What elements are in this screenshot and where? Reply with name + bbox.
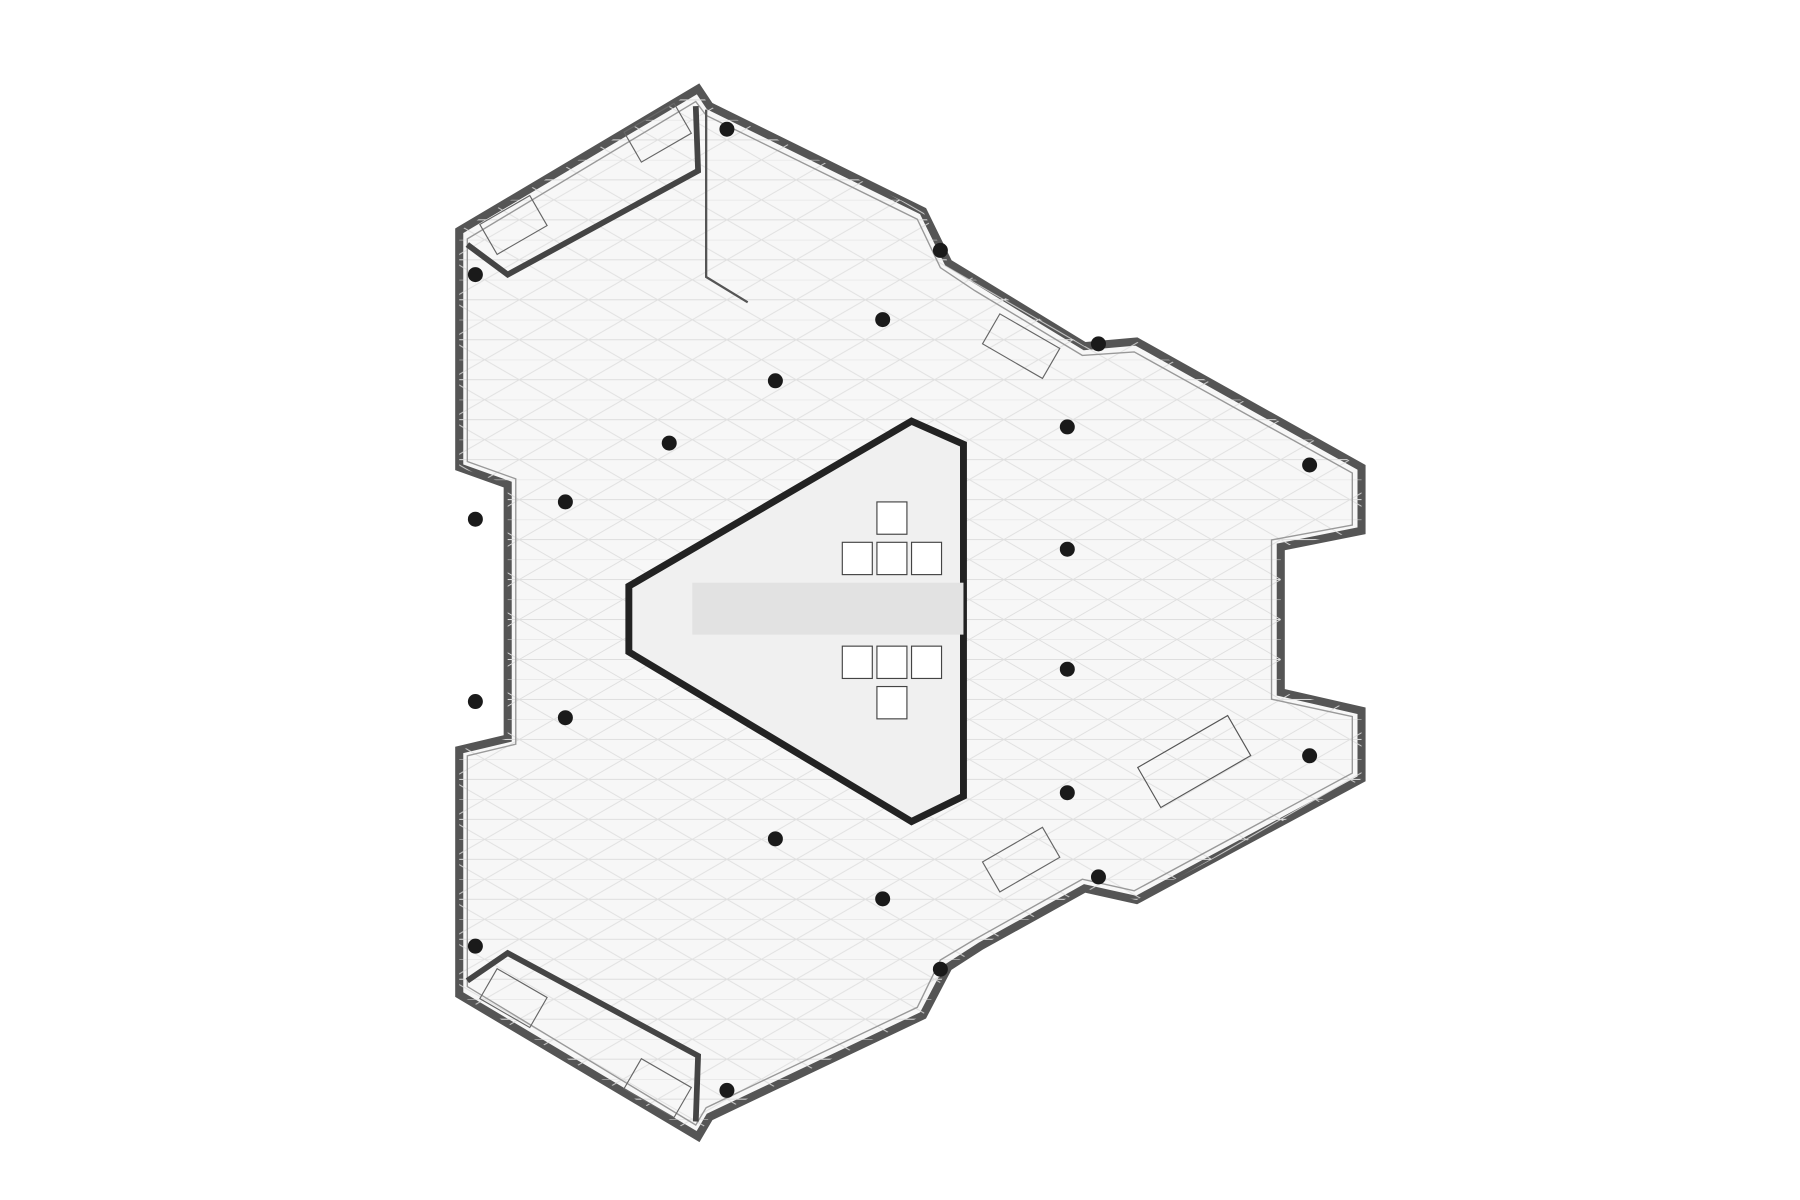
column: [1059, 661, 1075, 677]
elevator-car: [876, 645, 908, 680]
stair-icon: [479, 194, 548, 256]
lobby-corridor: [692, 582, 964, 635]
escalator-icon: [1136, 714, 1252, 809]
bottom-wing-room: [465, 949, 702, 1122]
column: [932, 242, 948, 258]
elevator-car: [910, 541, 943, 576]
stair-icon: [479, 967, 548, 1029]
column: [719, 121, 735, 137]
elevator-car: [841, 645, 873, 680]
stair-icon: [623, 102, 693, 163]
column: [767, 373, 783, 389]
column: [1302, 457, 1318, 473]
column: [1059, 541, 1075, 557]
column: [1090, 869, 1106, 885]
column: [932, 961, 948, 977]
column: [467, 267, 483, 283]
column: [767, 831, 783, 847]
top-wing-room: [465, 102, 749, 304]
column: [1059, 419, 1075, 435]
columns: [467, 121, 1318, 1098]
elevator-car: [876, 541, 908, 576]
column: [557, 710, 573, 726]
elevator-car: [841, 541, 873, 576]
column: [467, 511, 483, 527]
column: [875, 891, 891, 907]
column: [661, 435, 677, 451]
column: [467, 694, 483, 710]
stair-icon: [981, 826, 1061, 893]
elevator-car: [876, 501, 908, 535]
right-wing-stairs: [981, 313, 1252, 893]
column: [1302, 748, 1318, 764]
column: [1090, 336, 1106, 352]
column: [719, 1082, 735, 1098]
column: [875, 312, 891, 328]
core: [625, 417, 967, 826]
column: [467, 938, 483, 954]
column: [1059, 785, 1075, 801]
elevator-car: [876, 685, 908, 720]
column: [557, 494, 573, 510]
stair-icon: [623, 1057, 693, 1119]
stair-icon: [981, 313, 1061, 380]
inner-facade-line: [466, 100, 1353, 1126]
elevator-car: [910, 645, 943, 680]
